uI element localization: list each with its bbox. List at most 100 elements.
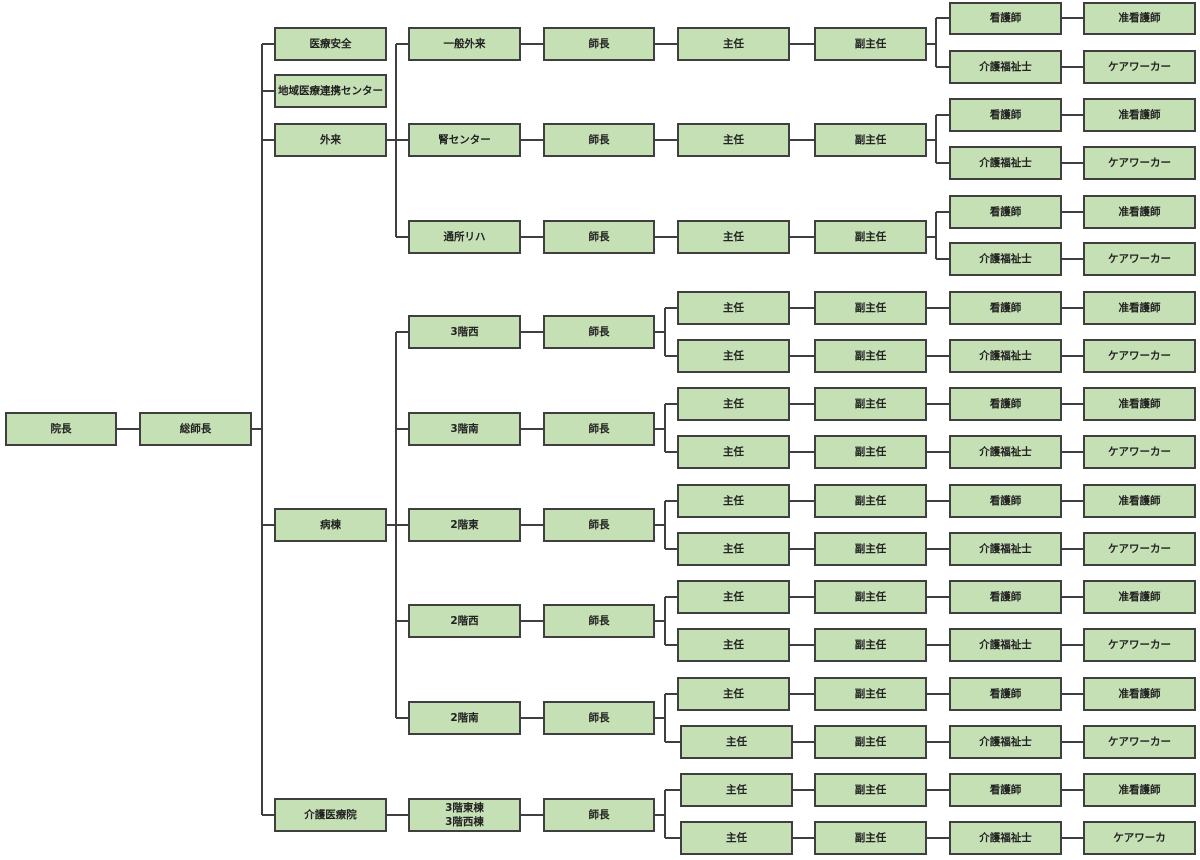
node-unit-general-outpatient: 一般外来 [408,27,521,61]
node-head-nurse: 師長 [543,123,655,157]
node-unit-2f-west: 2階西 [408,604,521,638]
node-care-worker: ケアワーカー [1083,50,1196,84]
node-head-nurse: 師長 [543,701,655,735]
connector [655,789,680,839]
node-assoc-nurse: 准看護師 [1083,291,1196,325]
node-assoc-nurse: 准看護師 [1083,677,1196,711]
node-assoc-nurse: 准看護師 [1083,98,1196,132]
node-care-worker: ケアワーカー [1083,146,1196,180]
node-deputy-chief: 副主任 [814,387,927,421]
node-deputy-chief: 副主任 [814,484,927,518]
node-care-worker: ケアワーカ [1083,821,1196,855]
node-deputy-chief: 副主任 [814,435,927,469]
node-unit-day-rehab: 通所リハ [408,220,521,254]
node-head-nurse: 師長 [543,508,655,542]
node-unit-2f-south: 2階南 [408,701,521,735]
node-care-worker-cert: 介護福祉士 [949,628,1062,662]
node-head-nurse: 師長 [543,412,655,446]
node-care-worker-cert: 介護福祉士 [949,146,1062,180]
node-director: 院長 [5,412,117,446]
connector [396,43,408,238]
node-unit-3f-east-west: 3階東棟 3階西棟 [408,798,521,832]
connector [521,331,543,816]
node-deputy-chief: 副主任 [814,628,927,662]
node-assoc-nurse: 准看護師 [1083,2,1196,35]
connector [396,331,408,719]
node-medical-safety: 医療安全 [274,27,387,61]
node-head-nurse: 師長 [543,798,655,832]
connector [655,307,677,357]
node-deputy-chief: 副主任 [814,123,927,157]
node-assoc-nurse: 准看護師 [1083,484,1196,518]
node-care-worker: ケアワーカー [1083,628,1196,662]
node-ward: 病棟 [274,508,387,542]
node-unit-2f-east: 2階東 [408,508,521,542]
node-nurse: 看護師 [949,291,1062,325]
node-care-worker-cert: 介護福祉士 [949,339,1062,373]
node-chief: 主任 [677,387,790,421]
connector [927,211,949,260]
connector [927,17,949,68]
node-chief: 主任 [680,773,793,807]
connector [387,44,397,237]
node-chief: 主任 [677,27,790,61]
node-nurse: 看護師 [949,195,1062,229]
node-nurse: 看護師 [949,387,1062,421]
node-care-worker: ケアワーカー [1083,435,1196,469]
connector [927,114,949,164]
node-chief: 主任 [677,220,790,254]
node-chief: 主任 [680,725,793,759]
node-chief: 主任 [677,484,790,518]
connector [655,596,677,646]
node-assoc-nurse: 准看護師 [1083,773,1196,807]
node-chief: 主任 [677,677,790,711]
node-chief: 主任 [677,291,790,325]
node-head-nurse: 師長 [543,315,655,349]
connector [655,403,677,453]
node-chief-nurse: 総師長 [139,412,252,446]
node-head-nurse: 師長 [543,27,655,61]
node-chief: 主任 [677,580,790,614]
node-care-worker: ケアワーカー [1083,339,1196,373]
node-nurse: 看護師 [949,773,1062,807]
connector [262,43,274,816]
node-care-worker: ケアワーカー [1083,532,1196,566]
connector [655,693,680,743]
node-head-nurse: 師長 [543,220,655,254]
node-unit-kidney-center: 腎センター [408,123,521,157]
node-care-worker: ケアワーカー [1083,725,1196,759]
node-nurse: 看護師 [949,677,1062,711]
node-care-worker-cert: 介護福祉士 [949,532,1062,566]
node-deputy-chief: 副主任 [814,821,927,855]
node-nurse: 看護師 [949,484,1062,518]
node-head-nurse: 師長 [543,604,655,638]
connector [655,500,677,550]
node-deputy-chief: 副主任 [814,580,927,614]
node-unit-3f-south: 3階南 [408,412,521,446]
node-deputy-chief: 副主任 [814,220,927,254]
node-deputy-chief: 副主任 [814,532,927,566]
node-deputy-chief: 副主任 [814,677,927,711]
node-nurse: 看護師 [949,2,1062,35]
node-care-worker-cert: 介護福祉士 [949,821,1062,855]
node-assoc-nurse: 准看護師 [1083,387,1196,421]
node-care-worker-cert: 介護福祉士 [949,50,1062,84]
connector [1062,17,1083,260]
node-care-worker-cert: 介護福祉士 [949,725,1062,759]
connector-group [117,17,1083,839]
node-nurse: 看護師 [949,98,1062,132]
node-deputy-chief: 副主任 [814,27,927,61]
node-outpatient: 外来 [274,123,387,157]
node-chief: 主任 [677,628,790,662]
node-chief: 主任 [677,123,790,157]
node-chief: 主任 [680,821,793,855]
node-deputy-chief: 副主任 [814,339,927,373]
node-nurse: 看護師 [949,580,1062,614]
node-chief: 主任 [677,532,790,566]
node-regional-center: 地域医療連携センター [274,74,387,108]
node-assoc-nurse: 准看護師 [1083,195,1196,229]
node-deputy-chief: 副主任 [814,773,927,807]
node-assoc-nurse: 准看護師 [1083,580,1196,614]
